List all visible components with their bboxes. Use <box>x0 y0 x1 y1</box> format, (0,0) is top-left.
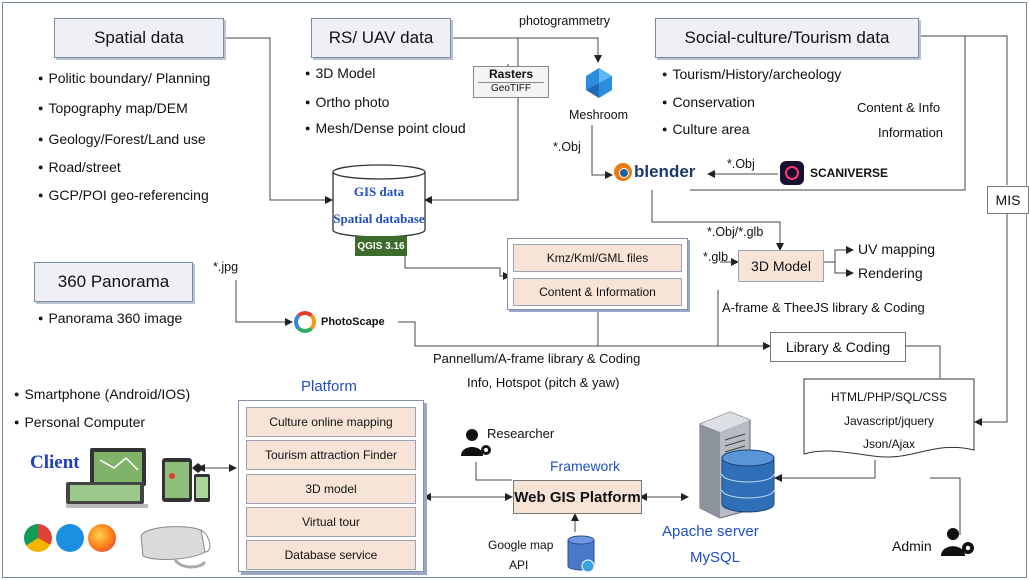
code-item: Javascript/jquery <box>843 414 935 428</box>
framework-label: Framework <box>550 458 621 474</box>
obj-label: *.Obj <box>553 140 581 154</box>
blender-label: blender <box>634 162 696 181</box>
hotspot-label: Info, Hotspot (pitch & yaw) <box>467 375 620 390</box>
scaniverse-label: SCANIVERSE <box>810 166 889 180</box>
vr-headset-icon <box>140 526 211 569</box>
library-coding-box: Library & Coding <box>770 332 906 362</box>
social-culture-header: Social-culture/Tourism data <box>655 18 919 58</box>
jpg-label: *.jpg <box>213 260 239 274</box>
admin-icon <box>941 528 974 556</box>
photoscape-label: PhotoScape <box>321 316 385 328</box>
mis-box: MIS <box>987 186 1029 214</box>
platform-item: Culture online mapping <box>246 407 416 437</box>
photogrammetry-label: photogrammetry <box>519 14 611 28</box>
mysql-database-icon <box>721 449 775 513</box>
spatial-item: GCP/POI geo-referencing <box>38 187 208 203</box>
apache-server-label: Apache server <box>662 523 759 540</box>
photoscape-icon <box>294 311 316 333</box>
platform-item: 3D model <box>246 474 416 504</box>
devices-icon <box>66 448 210 508</box>
rs-item: 3D Model <box>305 65 375 81</box>
meshroom-icon <box>586 68 612 98</box>
spatial-item: Road/street <box>38 159 120 175</box>
meshroom-label: Meshroom <box>569 108 629 122</box>
obj-label-2: *.Obj <box>727 157 755 171</box>
spatial-item: Geology/Forest/Land use <box>38 131 205 147</box>
geotiff-label: GeoTIFF <box>478 82 544 95</box>
panorama-item: Panorama 360 image <box>38 310 182 326</box>
browser-icons <box>24 524 116 552</box>
researcher-icon <box>461 429 491 456</box>
obj-glb-label: *.Obj/*.glb <box>707 225 764 239</box>
code-item: Json/Ajax <box>862 437 916 451</box>
social-item: Culture area <box>662 121 749 137</box>
glb-label: *.glb <box>703 250 729 264</box>
aframe-threejs-label: A-frame & TheeJS library & Coding <box>722 300 925 315</box>
blender-icon <box>614 163 632 181</box>
blender-logo: blender <box>614 162 695 182</box>
spatial-item: Topography map/DEM <box>38 100 187 116</box>
code-document-shape <box>803 378 975 458</box>
rasters-geotiff-badge: Rasters GeoTIFF <box>473 66 549 98</box>
spatial-data-header: Spatial data <box>54 18 224 58</box>
panorama-header: 360 Panorama <box>34 262 193 302</box>
content-information-box: Content & Information <box>513 278 682 306</box>
information-label: Information <box>878 125 944 140</box>
client-item: Smartphone (Android/IOS) <box>14 386 190 402</box>
rendering-label: Rendering <box>858 265 923 281</box>
platform-item: Database service <box>246 540 416 570</box>
platform-item: Tourism attraction Finder <box>246 440 416 470</box>
content-info-label: Content & Info <box>857 100 941 115</box>
client-item: Personal Computer <box>14 414 145 430</box>
researcher-label: Researcher <box>487 426 555 441</box>
pannellum-label: Pannellum/A-frame library & Coding <box>433 351 641 366</box>
social-item: Tourism/History/archeology <box>662 66 841 82</box>
code-item: HTML/PHP/SQL/CSS <box>830 390 948 404</box>
social-item: Conservation <box>662 94 755 110</box>
gis-database-icon <box>332 164 426 238</box>
gis-data-label: GIS data <box>353 184 405 199</box>
uv-mapping-label: UV mapping <box>858 241 936 257</box>
spatial-database-label: Spatial database <box>333 211 425 226</box>
rs-item: Mesh/Dense point cloud <box>305 120 465 136</box>
rs-item: Ortho photo <box>305 94 389 110</box>
platform-title: Platform <box>301 378 357 395</box>
api-database-icon <box>567 535 595 573</box>
3d-model-box: 3D Model <box>738 250 824 282</box>
webgis-platform-box: Web GIS Platform <box>513 480 642 514</box>
scaniverse-logo: SCANIVERSE <box>780 161 888 185</box>
rasters-label: Rasters <box>488 67 534 81</box>
client-label: Client <box>30 452 80 473</box>
google-map-label: Google map <box>488 538 554 552</box>
platform-item: Virtual tour <box>246 507 416 537</box>
photoscape-logo: PhotoScape <box>294 311 385 333</box>
api-label: API <box>509 558 529 572</box>
chrome-icon <box>24 524 52 552</box>
firefox-icon <box>88 524 116 552</box>
spatial-item: Politic boundary/ Planning <box>38 70 210 86</box>
ie-icon <box>56 524 84 552</box>
mysql-label: MySQL <box>690 549 741 566</box>
admin-label: Admin <box>892 538 932 554</box>
qgis-logo: QGIS 3.16 <box>355 236 407 256</box>
rs-uav-header: RS/ UAV data <box>311 18 451 58</box>
scaniverse-icon <box>780 161 804 185</box>
kml-files-box: Kmz/Kml/GML files <box>513 244 682 272</box>
